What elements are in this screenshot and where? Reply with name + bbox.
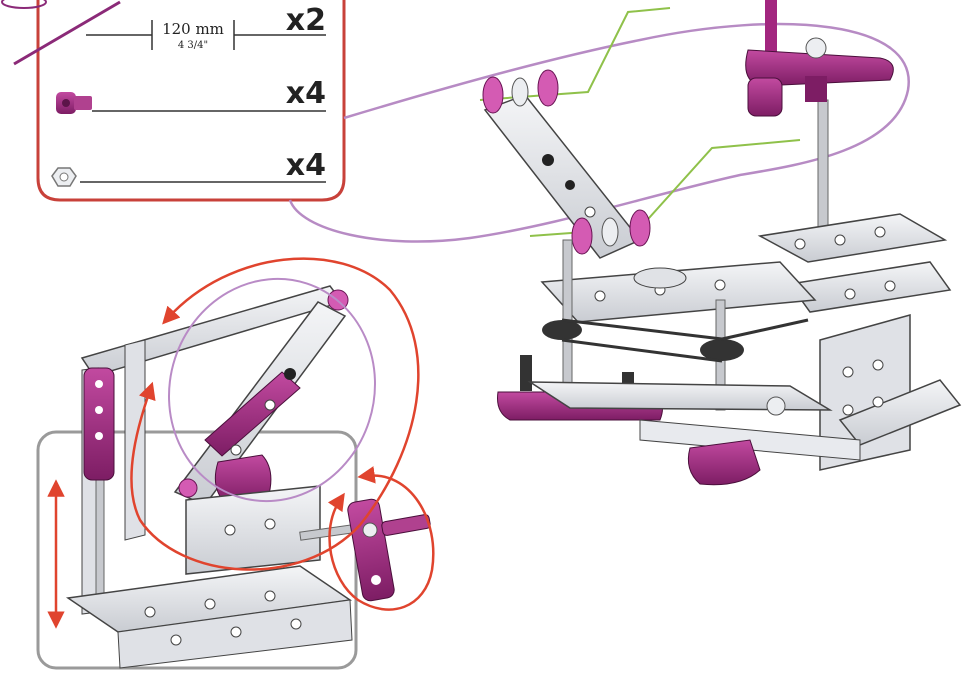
- drive-belt: [542, 318, 809, 363]
- callout-lasso: [288, 22, 910, 243]
- nut-icon: [51, 167, 77, 187]
- secondary-assembly: [65, 277, 431, 669]
- rotating-arm: [173, 289, 349, 506]
- rod-part-row: 120 mm 4 3/4" x2: [1, 0, 326, 66]
- main-assembly: [482, 0, 962, 486]
- screw-quantity: x4: [286, 76, 326, 111]
- right-bracket: [757, 213, 962, 471]
- rod-icon: [13, 0, 121, 66]
- diagonal-strip: [482, 69, 651, 259]
- small-crank: [347, 498, 431, 602]
- rod-length-label: 120 mm: [162, 20, 224, 38]
- bottom-plate: [527, 381, 861, 486]
- lower-pulley-group: [571, 209, 651, 255]
- upper-pulley-group: [482, 69, 559, 114]
- leader-line-upper: [479, 7, 671, 101]
- motion-arrows: [47, 257, 435, 629]
- nut-quantity: x4: [286, 148, 326, 183]
- middle-plate: [540, 261, 817, 323]
- left-purple-bracket: [83, 367, 115, 481]
- rod-length-imperial-label: 4 3/4": [178, 40, 208, 51]
- top-crank: [745, 37, 894, 117]
- nut-part-row: x4: [51, 148, 326, 187]
- screw-part-row: x4: [56, 76, 326, 114]
- screw-icon: [56, 92, 92, 114]
- parts-callout: 120 mm 4 3/4" x2 x4 x4: [1, 0, 346, 202]
- crank-rotation-arrow: [327, 466, 435, 611]
- rod-quantity: x2: [286, 3, 326, 38]
